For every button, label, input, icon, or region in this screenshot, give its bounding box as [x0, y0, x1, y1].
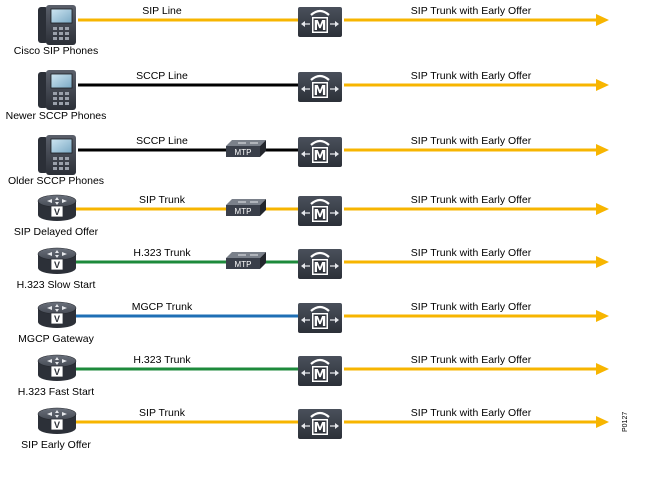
- cucm-letter: M: [314, 315, 327, 330]
- device-label: Older SCCP Phones: [8, 175, 104, 187]
- cucm-icon: M: [298, 249, 342, 279]
- cucm-icon: M: [298, 137, 342, 167]
- diagram-row: MTP M Older SCCP Phones SCCP Line SIP Trunk …: [8, 135, 609, 187]
- diagram-row: V MTP M H.323 Slow Start H.323 Trunk SIP Trun…: [17, 247, 609, 291]
- device-label: SIP Delayed Offer: [14, 226, 99, 238]
- link-label: MGCP Trunk: [132, 301, 193, 313]
- sip-trunk-arrow: [344, 416, 609, 428]
- cucm-icon: M: [298, 356, 342, 386]
- diagram-row: V MTP M SIP Delayed Offer SIP Trunk SIP Trunk…: [14, 194, 609, 238]
- link-label: SCCP Line: [136, 70, 188, 82]
- mtp-icon: MTP: [226, 140, 266, 157]
- device-label: H.323 Fast Start: [18, 386, 95, 398]
- device-label: Newer SCCP Phones: [6, 110, 107, 122]
- cucm-icon: M: [298, 303, 342, 333]
- trunk-label: SIP Trunk with Early Offer: [411, 135, 532, 147]
- link-label: SIP Trunk: [139, 407, 186, 419]
- cucm-letter: M: [314, 84, 327, 99]
- trunk-label: SIP Trunk with Early Offer: [411, 301, 532, 313]
- cucm-icon: M: [298, 7, 342, 37]
- mtp-label: MTP: [235, 207, 252, 216]
- link-label: H.323 Trunk: [133, 354, 191, 366]
- device-label: H.323 Slow Start: [17, 279, 96, 291]
- device-label: MGCP Gateway: [18, 333, 94, 345]
- link-label: SIP Line: [142, 5, 182, 17]
- sip-trunk-arrow: [344, 310, 609, 322]
- trunk-label: SIP Trunk with Early Offer: [411, 407, 532, 419]
- trunk-label: SIP Trunk with Early Offer: [411, 194, 532, 206]
- voice-router-icon: V: [37, 247, 77, 274]
- link-label: H.323 Trunk: [133, 247, 191, 259]
- cucm-letter: M: [314, 261, 327, 276]
- sip-trunk-arrow: [344, 14, 609, 26]
- diagram-row: V M H.323 Fast Start H.323 Trunk SIP Trunk w…: [18, 354, 609, 398]
- cucm-letter: M: [314, 208, 327, 223]
- cucm-letter: M: [314, 19, 327, 34]
- sip-trunk-arrow: [344, 79, 609, 91]
- voice-router-icon: V: [37, 301, 77, 328]
- mtp-icon: MTP: [226, 199, 266, 216]
- mtp-label: MTP: [235, 260, 252, 269]
- trunk-label: SIP Trunk with Early Offer: [411, 70, 532, 82]
- diagram-row: V M SIP Early Offer SIP Trunk SIP Trunk with…: [21, 407, 609, 451]
- link-label: SCCP Line: [136, 135, 188, 147]
- sip-trunk-arrow: [344, 203, 609, 215]
- cucm-letter: M: [314, 368, 327, 383]
- svg-text:V: V: [54, 367, 60, 377]
- svg-text:V: V: [54, 207, 60, 217]
- sip-trunk-arrow: [344, 256, 609, 268]
- mtp-label: MTP: [235, 148, 252, 157]
- mtp-icon: MTP: [226, 252, 266, 269]
- cucm-icon: M: [298, 72, 342, 102]
- figure-id: P0127: [622, 412, 629, 432]
- svg-text:V: V: [54, 260, 60, 270]
- voice-router-icon: V: [37, 407, 77, 434]
- voice-router-icon: V: [37, 354, 77, 381]
- ip-phone-icon: [38, 5, 76, 45]
- trunk-label: SIP Trunk with Early Offer: [411, 247, 532, 259]
- ip-phone-icon: [38, 135, 76, 175]
- cucm-icon: M: [298, 196, 342, 226]
- device-label: SIP Early Offer: [21, 439, 91, 451]
- diagram-row: V M MGCP Gateway MGCP Trunk SIP Trunk with E…: [18, 301, 609, 345]
- svg-text:V: V: [54, 314, 60, 324]
- sip-trunk-arrow: [344, 363, 609, 375]
- cucm-letter: M: [314, 421, 327, 436]
- voice-router-icon: V: [37, 194, 77, 221]
- diagram-row: M Newer SCCP Phones SCCP Line SIP Trunk wit…: [6, 70, 609, 122]
- cucm-letter: M: [314, 149, 327, 164]
- link-label: SIP Trunk: [139, 194, 186, 206]
- device-label: Cisco SIP Phones: [14, 45, 98, 57]
- trunk-label: SIP Trunk with Early Offer: [411, 5, 532, 17]
- svg-text:V: V: [54, 420, 60, 430]
- diagram-row: M Cisco SIP Phones SIP Line SIP Trunk with …: [14, 5, 609, 57]
- cucm-icon: M: [298, 409, 342, 439]
- ip-phone-icon: [38, 70, 76, 110]
- trunk-label: SIP Trunk with Early Offer: [411, 354, 532, 366]
- sip-trunk-arrow: [344, 144, 609, 156]
